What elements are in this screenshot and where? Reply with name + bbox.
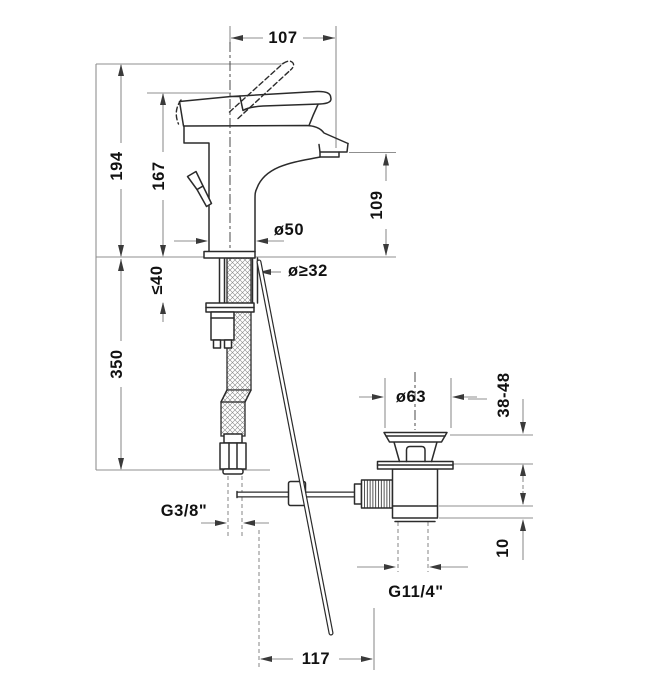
dim-label-min-hole-diameter: ø≥32 xyxy=(288,262,328,280)
dim-label-waste-connection: G11/4" xyxy=(388,583,443,601)
waste-body xyxy=(376,431,454,523)
mounting-studs xyxy=(218,257,259,304)
dim-label-waste-lower-offset: 10 xyxy=(494,538,512,558)
dim-label-total-height: 194 xyxy=(108,151,126,181)
dim-label-waste-flange-diameter: ø63 xyxy=(396,388,426,406)
dimension-labels: 107 194 167 ≤40 350 ø50 ø≥32 109 ø63 38-… xyxy=(108,29,513,668)
aerator xyxy=(319,151,340,158)
lever-handle xyxy=(230,90,332,112)
pull-rod xyxy=(256,259,334,636)
faucet-product-drawing xyxy=(175,42,454,636)
dim-label-hose-length: 350 xyxy=(108,349,126,378)
knurled-joint-nut xyxy=(353,479,394,509)
reference-lines xyxy=(95,26,533,670)
mounting-washer-nut xyxy=(205,302,255,349)
lever-raised-position xyxy=(175,60,295,125)
base-flange xyxy=(203,250,256,259)
dim-label-max-deck-thickness: ≤40 xyxy=(148,265,166,294)
flexible-supply-hose xyxy=(220,257,252,437)
pop-up-waste-drain xyxy=(236,259,454,636)
side-pull-knob xyxy=(186,170,213,208)
dimension-lines xyxy=(118,35,526,662)
hose-end-nut xyxy=(219,433,247,475)
dim-label-base-diameter: ø50 xyxy=(274,221,304,239)
dim-label-outlet-height: 109 xyxy=(368,190,386,219)
dim-label-spout-reach: 107 xyxy=(268,29,297,47)
dim-label-supply-connection: G3/8" xyxy=(161,502,208,520)
faucet-body xyxy=(175,60,349,259)
dim-label-basin-thickness-range: 38-48 xyxy=(495,372,513,417)
label-halos xyxy=(106,143,388,387)
dim-label-rod-projection: 117 xyxy=(302,650,330,668)
dim-label-body-height: 167 xyxy=(150,161,168,190)
